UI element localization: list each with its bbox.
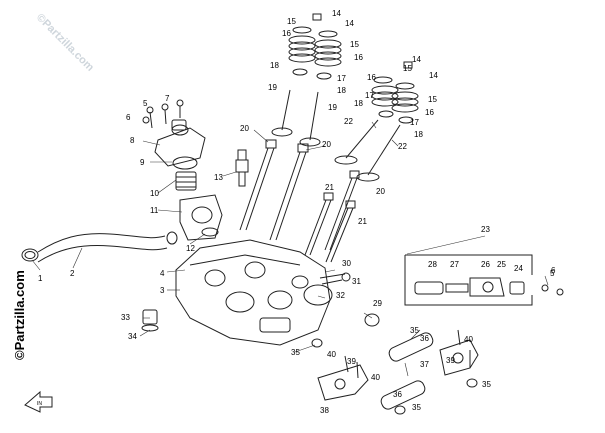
callout-39: 39 xyxy=(347,357,356,366)
callout-20: 20 xyxy=(240,124,249,133)
callout-17: 17 xyxy=(410,118,419,127)
leader-lines xyxy=(31,121,549,377)
callout-16: 16 xyxy=(425,108,434,117)
callout-26: 26 xyxy=(481,260,490,269)
callout-5: 5 xyxy=(550,269,555,278)
callout-39: 39 xyxy=(446,356,455,365)
callout-40: 40 xyxy=(327,350,336,359)
callout-28: 28 xyxy=(428,260,437,269)
callout-14: 14 xyxy=(332,9,341,18)
callout-31: 31 xyxy=(352,277,361,286)
callout-15: 15 xyxy=(287,17,296,26)
callout-40: 40 xyxy=(464,335,473,344)
callout-25: 25 xyxy=(497,260,506,269)
callout-35: 35 xyxy=(410,326,419,335)
callout-32: 32 xyxy=(336,291,345,300)
direction-arrow: IN xyxy=(24,390,53,413)
callout-35: 35 xyxy=(412,403,421,412)
callout-29: 29 xyxy=(373,299,382,308)
callout-16: 16 xyxy=(354,53,363,62)
callout-21: 21 xyxy=(358,217,367,226)
callout-9: 9 xyxy=(140,158,145,167)
callout-14: 14 xyxy=(429,71,438,80)
callout-37: 37 xyxy=(420,360,429,369)
callout-35: 35 xyxy=(482,380,491,389)
callout-38: 38 xyxy=(320,406,329,415)
callout-5: 5 xyxy=(143,99,148,108)
callout-18: 18 xyxy=(337,86,346,95)
callout-19: 19 xyxy=(328,103,337,112)
callout-numbers: 1234556678910111213141414141515151516161… xyxy=(38,9,556,415)
watermark-diagonal: ©Partzilla.com xyxy=(34,12,96,74)
watermark-text-vertical: ©Partzilla.com xyxy=(12,270,27,360)
callout-35: 35 xyxy=(291,348,300,357)
callout-1: 1 xyxy=(38,274,43,283)
callout-8: 8 xyxy=(130,136,135,145)
callout-6: 6 xyxy=(126,113,131,122)
callout-16: 16 xyxy=(367,73,376,82)
callout-15: 15 xyxy=(403,64,412,73)
callout-11: 11 xyxy=(150,206,159,215)
callout-24: 24 xyxy=(514,264,523,273)
callout-36: 36 xyxy=(393,390,402,399)
callout-27: 27 xyxy=(450,260,459,269)
callout-33: 33 xyxy=(121,313,130,322)
callout-17: 17 xyxy=(365,91,374,100)
callout-10: 10 xyxy=(150,189,159,198)
part-drawings xyxy=(21,13,564,415)
callout-6: 6 xyxy=(551,266,556,275)
watermark-vertical: ©Partzilla.com xyxy=(12,270,27,360)
callout-13: 13 xyxy=(214,173,223,182)
callout-12: 12 xyxy=(186,244,195,253)
callout-36: 36 xyxy=(420,334,429,343)
callout-16: 16 xyxy=(282,29,291,38)
callout-40: 40 xyxy=(371,373,380,382)
callout-15: 15 xyxy=(350,40,359,49)
callout-20: 20 xyxy=(376,187,385,196)
callout-22: 22 xyxy=(398,142,407,151)
callout-14: 14 xyxy=(412,55,421,64)
callout-2: 2 xyxy=(70,269,75,278)
callout-18: 18 xyxy=(414,130,423,139)
callout-22: 22 xyxy=(344,117,353,126)
callout-30: 30 xyxy=(342,259,351,268)
callout-19: 19 xyxy=(268,83,277,92)
callout-18: 18 xyxy=(270,61,279,70)
callout-20: 20 xyxy=(322,140,331,149)
callout-23: 23 xyxy=(481,225,490,234)
callout-18: 18 xyxy=(354,99,363,108)
callout-34: 34 xyxy=(128,332,137,341)
callout-21: 21 xyxy=(325,183,334,192)
callout-7: 7 xyxy=(165,94,170,103)
callout-15: 15 xyxy=(428,95,437,104)
callout-14: 14 xyxy=(345,19,354,28)
callout-4: 4 xyxy=(160,269,165,278)
callout-3: 3 xyxy=(160,286,165,295)
watermark-text-diagonal: ©Partzilla.com xyxy=(34,12,96,74)
direction-arrow-label: IN xyxy=(37,401,42,407)
callout-17: 17 xyxy=(337,74,346,83)
